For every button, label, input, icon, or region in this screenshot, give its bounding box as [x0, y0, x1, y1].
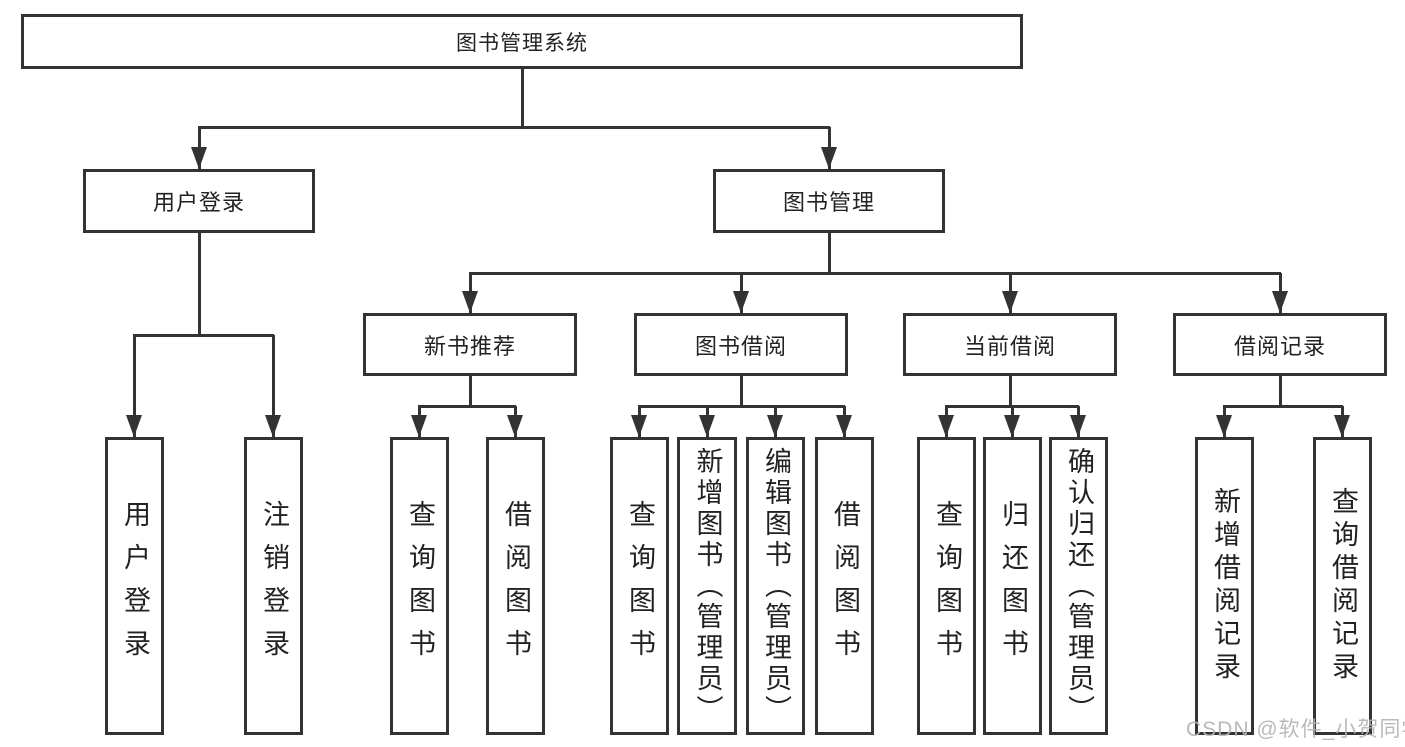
- csdn-watermark: CSDN @软件_小贺同学: [1186, 718, 1405, 741]
- leaf-label: 确认归还（管理员）: [1064, 446, 1094, 726]
- connector-line: [133, 335, 136, 437]
- arrowhead-icon: [821, 147, 837, 169]
- node-library-management-system: 图书管理系统: [21, 14, 1023, 69]
- leaf-label: 注销登录: [259, 500, 289, 672]
- leaf-label: 查询借阅记录: [1328, 487, 1358, 685]
- leaf-label: 用户登录: [120, 500, 150, 672]
- leaf-add-books-admin: 新增图书（管理员）: [677, 437, 737, 735]
- node-label: 图书管理系统: [456, 31, 588, 55]
- leaf-logout: 注销登录: [244, 437, 303, 735]
- node-new-book-recommendation: 新书推荐: [363, 313, 577, 376]
- node-borrowing-records: 借阅记录: [1173, 313, 1387, 376]
- leaf-label: 借阅图书: [830, 500, 860, 672]
- connector-line: [469, 272, 1281, 275]
- node-label: 当前借阅: [963, 333, 1056, 359]
- leaf-query-books-borrowing: 查询图书: [610, 437, 669, 735]
- connector-line: [198, 126, 830, 129]
- arrowhead-icon: [126, 415, 142, 437]
- arrowhead-icon: [1272, 291, 1288, 313]
- leaf-label: 新增图书（管理员）: [692, 446, 723, 726]
- node-current-borrowing: 当前借阅: [903, 313, 1117, 376]
- leaf-label: 新增借阅记录: [1210, 487, 1240, 685]
- arrowhead-icon: [699, 415, 715, 437]
- arrowhead-icon: [1216, 415, 1232, 437]
- leaf-edit-books-admin: 编辑图书（管理员）: [746, 437, 805, 735]
- leaf-label: 查询图书: [405, 500, 435, 672]
- arrowhead-icon: [265, 415, 281, 437]
- arrowhead-icon: [507, 415, 523, 437]
- leaf-borrow-books-recommend: 借阅图书: [486, 437, 545, 735]
- arrowhead-icon: [1004, 415, 1020, 437]
- connector-line: [521, 69, 524, 127]
- leaf-confirm-return-admin: 确认归还（管理员）: [1049, 437, 1108, 735]
- node-label: 用户登录: [152, 190, 245, 215]
- leaf-borrow-books: 借阅图书: [815, 437, 874, 735]
- connector-line: [198, 233, 201, 335]
- node-user-login-branch: 用户登录: [83, 169, 315, 233]
- node-label: 图书借阅: [694, 333, 787, 359]
- connector-line: [272, 335, 275, 437]
- leaf-label: 查询图书: [932, 500, 962, 672]
- node-label: 新书推荐: [423, 333, 516, 359]
- connector-line: [418, 405, 516, 408]
- node-label: 借阅记录: [1233, 333, 1326, 359]
- node-label: 图书管理: [782, 190, 875, 215]
- leaf-query-books-current: 查询图书: [917, 437, 976, 735]
- arrowhead-icon: [191, 147, 207, 169]
- arrowhead-icon: [411, 415, 427, 437]
- arrowhead-icon: [733, 291, 749, 313]
- arrowhead-icon: [1334, 415, 1350, 437]
- connector-line: [740, 376, 743, 406]
- leaf-add-borrow-record: 新增借阅记录: [1195, 437, 1254, 735]
- leaf-label: 查询图书: [625, 500, 655, 672]
- connector-line: [638, 405, 845, 408]
- leaf-user-login: 用户登录: [105, 437, 164, 735]
- connector-line: [1223, 405, 1343, 408]
- connector-line: [133, 334, 274, 337]
- arrowhead-icon: [938, 415, 954, 437]
- leaf-return-books: 归还图书: [983, 437, 1042, 735]
- arrowhead-icon: [1002, 291, 1018, 313]
- leaf-label: 归还图书: [998, 500, 1028, 672]
- arrowhead-icon: [631, 415, 647, 437]
- leaf-label: 借阅图书: [501, 500, 531, 672]
- leaf-query-books-recommend: 查询图书: [390, 437, 449, 735]
- leaf-label: 编辑图书（管理员）: [761, 446, 791, 726]
- node-book-management-branch: 图书管理: [713, 169, 945, 233]
- arrowhead-icon: [767, 415, 783, 437]
- node-book-borrowing: 图书借阅: [634, 313, 848, 376]
- connector-line: [1009, 376, 1012, 406]
- connector-line: [1279, 376, 1282, 406]
- arrowhead-icon: [462, 291, 478, 313]
- arrowhead-icon: [1070, 415, 1086, 437]
- arrowhead-icon: [836, 415, 852, 437]
- connector-line: [469, 376, 472, 406]
- leaf-query-borrow-record: 查询借阅记录: [1313, 437, 1372, 735]
- connector-line: [828, 233, 831, 273]
